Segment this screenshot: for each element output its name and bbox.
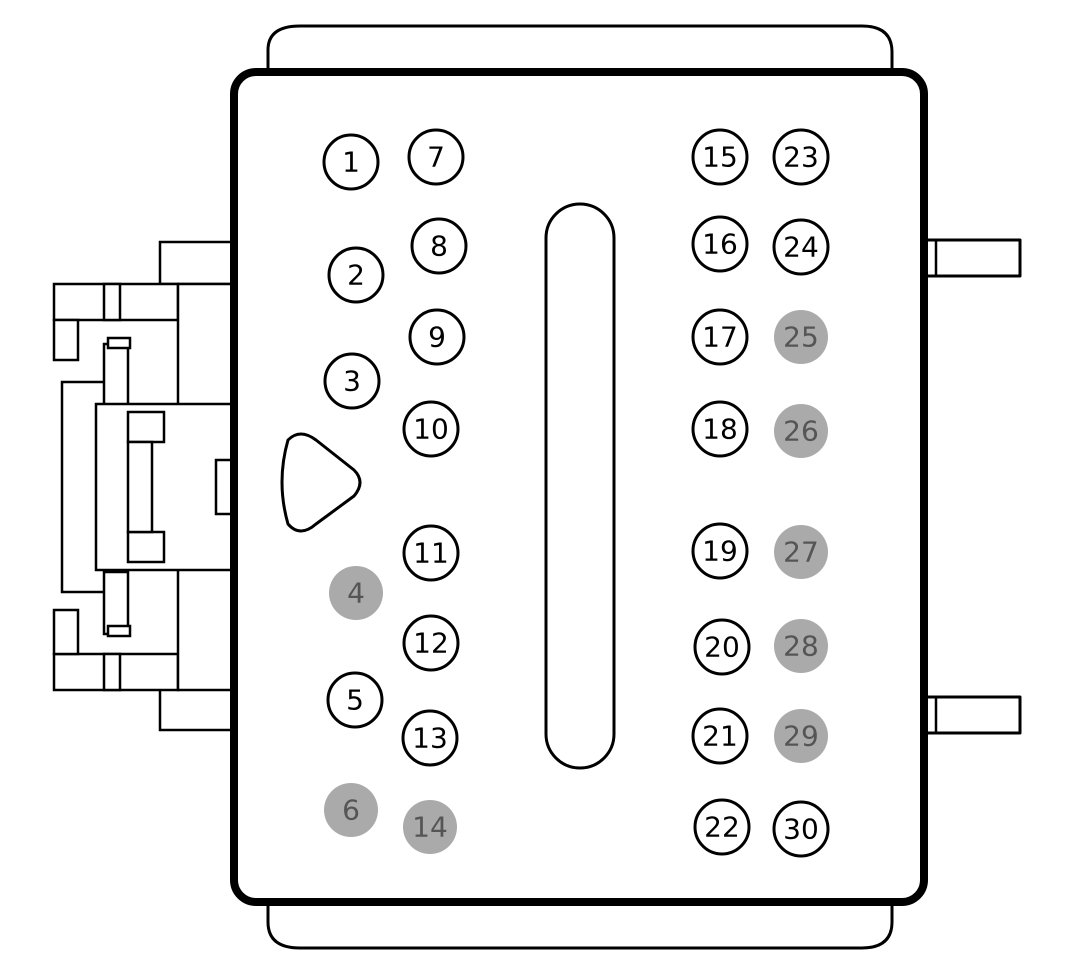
pin-9-cavity bbox=[408, 308, 466, 366]
pin-10: 10 bbox=[402, 400, 460, 458]
pin-12: 12 bbox=[402, 614, 460, 672]
pin-26: 26 bbox=[774, 404, 828, 458]
pin-22-label: 22 bbox=[704, 811, 740, 844]
pin-5: 5 bbox=[326, 671, 384, 729]
pin-26-label: 26 bbox=[783, 415, 819, 448]
pin-1-label: 1 bbox=[342, 146, 360, 179]
pin-28: 28 bbox=[774, 619, 828, 673]
pin-10-label: 10 bbox=[413, 413, 449, 446]
pin-26-cavity bbox=[774, 404, 828, 458]
pin-2: 2 bbox=[327, 246, 385, 304]
pin-4-label: 4 bbox=[347, 577, 365, 610]
pin-17-label: 17 bbox=[702, 321, 738, 354]
pin-layer: 1234567891011121314151617181920212223242… bbox=[322, 128, 830, 858]
pin-19: 19 bbox=[691, 522, 749, 580]
pin-22: 22 bbox=[693, 798, 751, 856]
pin-24: 24 bbox=[772, 218, 830, 276]
pin-15: 15 bbox=[691, 128, 749, 186]
pin-15-cavity bbox=[691, 128, 749, 186]
pin-21-cavity bbox=[691, 707, 749, 765]
pin-28-cavity bbox=[774, 619, 828, 673]
top-cap bbox=[266, 24, 894, 76]
pin-12-label: 12 bbox=[413, 627, 449, 660]
pin-27: 27 bbox=[774, 525, 828, 579]
pin-11: 11 bbox=[402, 524, 460, 582]
pin-14-cavity bbox=[403, 800, 457, 854]
pin-6-cavity bbox=[324, 783, 378, 837]
pin-3: 3 bbox=[323, 352, 381, 410]
pin-20-cavity bbox=[693, 618, 751, 676]
pin-15-label: 15 bbox=[702, 141, 738, 174]
pin-18: 18 bbox=[691, 400, 749, 458]
pin-8-label: 8 bbox=[430, 230, 448, 263]
pin-5-cavity bbox=[326, 671, 384, 729]
pin-16-label: 16 bbox=[702, 228, 738, 261]
pin-29-label: 29 bbox=[783, 720, 819, 753]
pin-28-label: 28 bbox=[783, 630, 819, 663]
pin-19-cavity bbox=[691, 522, 749, 580]
pin-16-cavity bbox=[691, 215, 749, 273]
pin-3-label: 3 bbox=[343, 365, 361, 398]
pin-17-cavity bbox=[691, 308, 749, 366]
pin-4-cavity bbox=[329, 566, 383, 620]
pin-18-cavity bbox=[691, 400, 749, 458]
pin-11-cavity bbox=[402, 524, 460, 582]
pin-14-label: 14 bbox=[412, 811, 448, 844]
pin-12-cavity bbox=[402, 614, 460, 672]
pin-3-cavity bbox=[323, 352, 381, 410]
pin-10-cavity bbox=[402, 400, 460, 458]
pin-8-cavity bbox=[410, 217, 468, 275]
bottom-cap bbox=[266, 898, 894, 950]
pin-20-label: 20 bbox=[704, 631, 740, 664]
right-pegs bbox=[916, 238, 1022, 735]
pin-6-label: 6 bbox=[342, 794, 360, 827]
pin-23-label: 23 bbox=[783, 141, 819, 174]
pin-21: 21 bbox=[691, 707, 749, 765]
pin-22-cavity bbox=[693, 798, 751, 856]
pin-25: 25 bbox=[774, 310, 828, 364]
pin-6: 6 bbox=[324, 783, 378, 837]
center-slot bbox=[544, 202, 616, 770]
pin-2-label: 2 bbox=[347, 259, 365, 292]
pin-1-cavity bbox=[322, 133, 380, 191]
pin-30: 30 bbox=[772, 800, 830, 858]
pin-29: 29 bbox=[774, 709, 828, 763]
pin-25-cavity bbox=[774, 310, 828, 364]
pin-21-label: 21 bbox=[702, 720, 738, 753]
pin-7-cavity bbox=[407, 128, 465, 186]
pin-20: 20 bbox=[693, 618, 751, 676]
pin-18-label: 18 bbox=[702, 413, 738, 446]
pin-9: 9 bbox=[408, 308, 466, 366]
pin-23-cavity bbox=[772, 128, 830, 186]
pin-23: 23 bbox=[772, 128, 830, 186]
left-latch bbox=[52, 240, 242, 732]
pin-13-cavity bbox=[401, 709, 459, 767]
pin-8: 8 bbox=[410, 217, 468, 275]
pin-2-cavity bbox=[327, 246, 385, 304]
pin-17: 17 bbox=[691, 308, 749, 366]
pin-14: 14 bbox=[403, 800, 457, 854]
pin-27-label: 27 bbox=[783, 536, 819, 569]
pin-24-label: 24 bbox=[783, 231, 819, 264]
pin-4: 4 bbox=[329, 566, 383, 620]
pin-9-label: 9 bbox=[428, 321, 446, 354]
pin-27-cavity bbox=[774, 525, 828, 579]
pin-7: 7 bbox=[407, 128, 465, 186]
pin-19-label: 19 bbox=[702, 535, 738, 568]
pin-1: 1 bbox=[322, 133, 380, 191]
pin-25-label: 25 bbox=[783, 321, 819, 354]
pin-30-label: 30 bbox=[783, 813, 819, 846]
pin-5-label: 5 bbox=[346, 684, 364, 717]
polarity-key bbox=[280, 432, 362, 533]
pin-30-cavity bbox=[772, 800, 830, 858]
pin-29-cavity bbox=[774, 709, 828, 763]
pin-7-label: 7 bbox=[427, 141, 445, 174]
pin-13-label: 13 bbox=[412, 722, 448, 755]
pin-24-cavity bbox=[772, 218, 830, 276]
pin-11-label: 11 bbox=[413, 537, 449, 570]
pin-13: 13 bbox=[401, 709, 459, 767]
pin-16: 16 bbox=[691, 215, 749, 273]
